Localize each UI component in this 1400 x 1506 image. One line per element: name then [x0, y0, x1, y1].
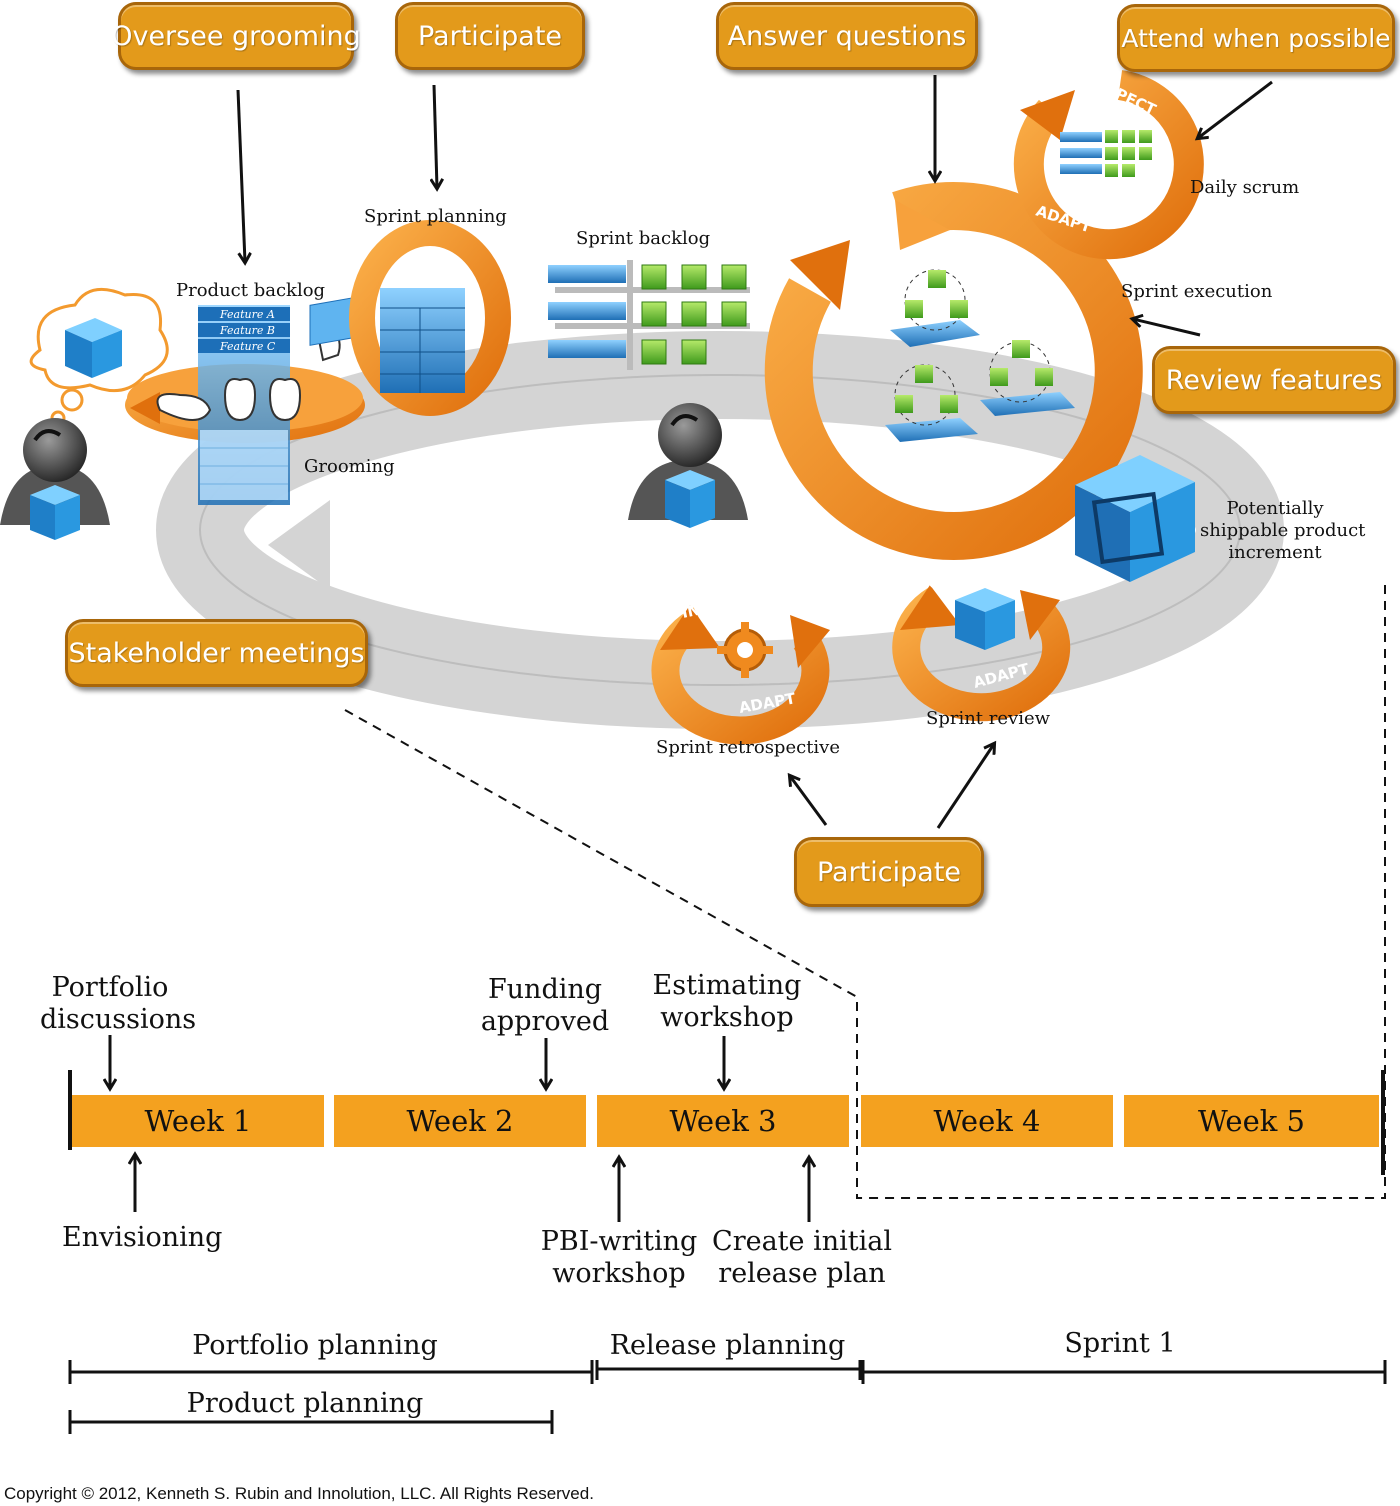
portfolio-planning-span-label: Portfolio planning	[192, 1330, 438, 1361]
participate-planning-callout: Participate	[395, 2, 585, 70]
estimating-workshop-label: Estimating workshop	[652, 970, 802, 1034]
sprint-backlog-graphic	[548, 260, 750, 370]
pbi-line-1: PBI-writing	[540, 1226, 698, 1257]
daily-scrum-graphic	[1013, 70, 1204, 260]
gear-icon	[717, 622, 773, 678]
estimating-line-1: Estimating	[652, 970, 802, 1001]
product-planning-span-label: Product planning	[186, 1388, 424, 1419]
cycle-track	[156, 331, 1284, 729]
sprint-review-label: Sprint review	[926, 708, 1051, 729]
sprint-planning-label: Sprint planning	[364, 206, 507, 227]
answer-questions-callout: Answer questions	[716, 2, 978, 70]
participate-review-callout: Participate	[794, 837, 984, 907]
envisioning-label: Envisioning	[62, 1222, 223, 1253]
week-4-bar: Week 4	[861, 1095, 1113, 1147]
release-planning-span-label: Release planning	[609, 1330, 846, 1361]
week-3-bar: Week 3	[597, 1095, 849, 1147]
callout-arrows	[236, 75, 1273, 829]
feature-c-label: Feature C	[219, 340, 276, 353]
sprint-1-span-label: Sprint 1	[1064, 1328, 1176, 1359]
feature-labels: Feature A Feature B Feature C	[219, 308, 276, 353]
funding-line-1: Funding	[487, 974, 603, 1005]
thought-bubble-icon	[29, 287, 169, 426]
psi-line-1: Potentially	[1226, 498, 1324, 519]
sprint-retrospective-graphic	[651, 605, 830, 745]
review-inspect-text: INSPECT	[915, 561, 989, 594]
sprint-planning-graphic	[349, 220, 511, 416]
release-line-2: release plan	[718, 1258, 886, 1289]
psi-line-3: increment	[1228, 542, 1322, 563]
product-backlog-label: Product backlog	[176, 280, 326, 301]
attend-when-possible-callout: Attend when possible	[1117, 4, 1395, 72]
timeline-arrows	[110, 1035, 809, 1222]
portfolio-line-1: Portfolio	[51, 972, 169, 1003]
oversee-grooming-callout: Oversee grooming	[111, 2, 361, 70]
week-1-bar: Week 1	[72, 1095, 324, 1147]
planning-span-brackets	[68, 1360, 1387, 1434]
estimating-line-2: workshop	[660, 1002, 794, 1033]
funding-line-2: approved	[480, 1006, 610, 1037]
sprint-retrospective-label: Sprint retrospective	[656, 737, 840, 758]
release-line-1: Create initial	[712, 1226, 892, 1257]
pbi-writing-workshop-label: PBI-writing workshop	[534, 1226, 704, 1290]
potentially-shippable-label: Potentially shippable product increment	[1200, 498, 1366, 564]
sprint-execution-label: Sprint execution	[1121, 281, 1273, 302]
sprint-backlog-label: Sprint backlog	[576, 228, 711, 249]
pbi-line-2: workshop	[552, 1258, 686, 1289]
funding-approved-label: Funding approved	[480, 974, 610, 1038]
psi-line-2: shippable product	[1200, 520, 1366, 541]
review-features-callout: Review features	[1152, 346, 1396, 414]
portfolio-discussions-label: Portfolio discussions	[40, 972, 197, 1036]
sprint-review-graphic	[892, 585, 1071, 722]
product-increment-cube-icon	[1075, 455, 1195, 582]
create-initial-release-plan-label: Create initial release plan	[712, 1226, 892, 1290]
stakeholder-meetings-callout: Stakeholder meetings	[65, 619, 368, 687]
week-5-bar: Week 5	[1124, 1095, 1379, 1147]
product-owner-figure-left	[0, 418, 110, 540]
zoom-connectors	[344, 578, 1386, 1199]
product-owner-figure-center	[628, 403, 748, 528]
daily-scrum-label: Daily scrum	[1190, 177, 1300, 198]
product-backlog-graphic	[125, 296, 365, 505]
week-2-bar: Week 2	[334, 1095, 586, 1147]
portfolio-line-2: discussions	[40, 1004, 197, 1035]
retro-inspect-text: INSPECT	[680, 589, 754, 622]
feature-b-label: Feature B	[219, 324, 275, 337]
feature-a-label: Feature A	[219, 308, 275, 321]
track-arrowhead	[268, 500, 330, 590]
copyright-notice: Copyright © 2012, Kenneth S. Rubin and I…	[4, 1484, 594, 1503]
grooming-label: Grooming	[304, 456, 395, 477]
sprint-execution-graphic	[764, 182, 1143, 560]
